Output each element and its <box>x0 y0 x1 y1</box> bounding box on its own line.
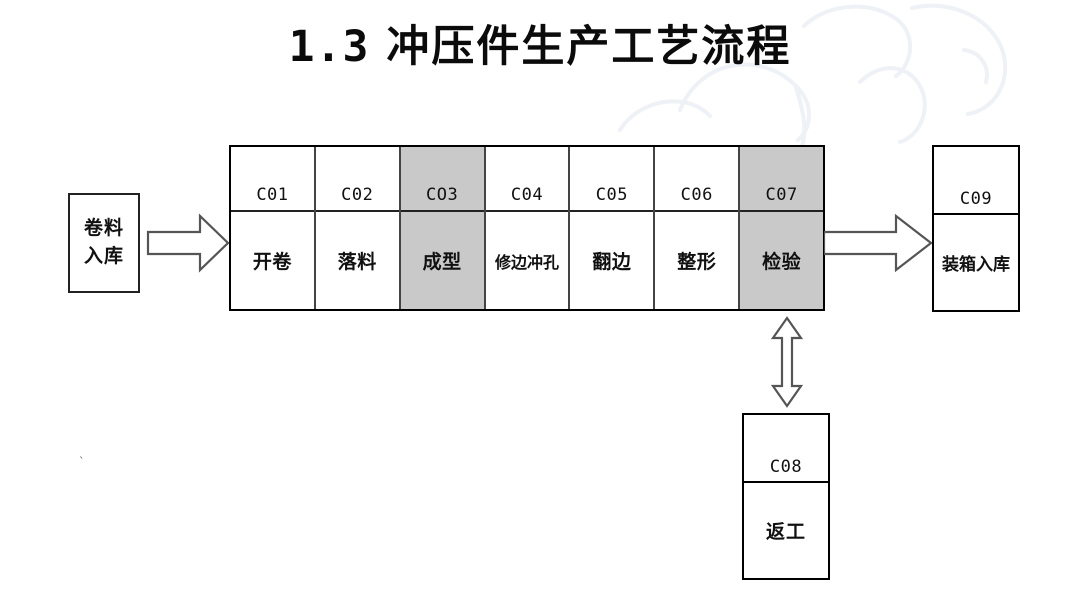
stage-code: C06 <box>655 147 739 212</box>
stage-name: 开卷 <box>252 251 292 273</box>
input-box-raw-coil-storage[interactable]: 卷料 入库 <box>68 193 140 293</box>
input-box-label: 卷料 入库 <box>84 215 124 270</box>
stage-code: C02 <box>315 147 399 212</box>
process-stage-c07[interactable]: C07 检验 <box>740 147 824 309</box>
stage-name: 整形 <box>677 251 717 273</box>
page-title-number: 1.3 <box>288 22 370 72</box>
rework-box-code: C08 <box>744 415 828 483</box>
arrow-input-to-process <box>146 213 230 273</box>
stage-code: C04 <box>485 147 569 212</box>
output-box-name: 装箱入库 <box>942 255 1010 275</box>
input-box-label-line1: 卷料 <box>83 217 124 240</box>
output-box-code: C09 <box>934 147 1018 215</box>
output-box-c09[interactable]: C09 装箱入库 <box>932 145 1020 312</box>
stage-name: 翻边 <box>592 251 632 273</box>
process-stage-c05[interactable]: C05 翻边 <box>570 147 656 309</box>
rework-box-c08[interactable]: C08 返工 <box>742 413 830 580</box>
stage-name: 成型 <box>422 251 462 273</box>
page-title: 1.3 冲压件生产工艺流程 <box>0 12 1080 74</box>
arrow-inspection-rework-bidirectional <box>770 316 804 408</box>
stage-code: C05 <box>570 147 654 212</box>
rework-box-name: 返工 <box>765 521 806 543</box>
stage-name: 落料 <box>337 251 377 273</box>
stray-mark: ` <box>79 455 85 468</box>
stage-code: C07 <box>740 147 824 212</box>
process-stage-c04[interactable]: C04 修边冲孔 <box>485 147 571 309</box>
process-stage-strip: C01 开卷 C02 落料 CO3 成型 C04 修边冲孔 C05 翻边 C06… <box>229 145 825 311</box>
stage-code: C01 <box>231 147 314 212</box>
process-stage-c03[interactable]: CO3 成型 <box>400 147 486 309</box>
stage-code: CO3 <box>400 147 484 212</box>
process-stage-c02[interactable]: C02 落料 <box>315 147 401 309</box>
process-stage-c06[interactable]: C06 整形 <box>655 147 741 309</box>
stage-name: 修边冲孔 <box>495 252 560 272</box>
input-box-label-line2: 入库 <box>83 245 124 267</box>
stage-name: 检验 <box>762 251 802 273</box>
process-stage-c01[interactable]: C01 开卷 <box>231 147 316 309</box>
page-title-text: 冲压件生产工艺流程 <box>386 22 792 72</box>
arrow-process-to-output <box>824 213 933 273</box>
